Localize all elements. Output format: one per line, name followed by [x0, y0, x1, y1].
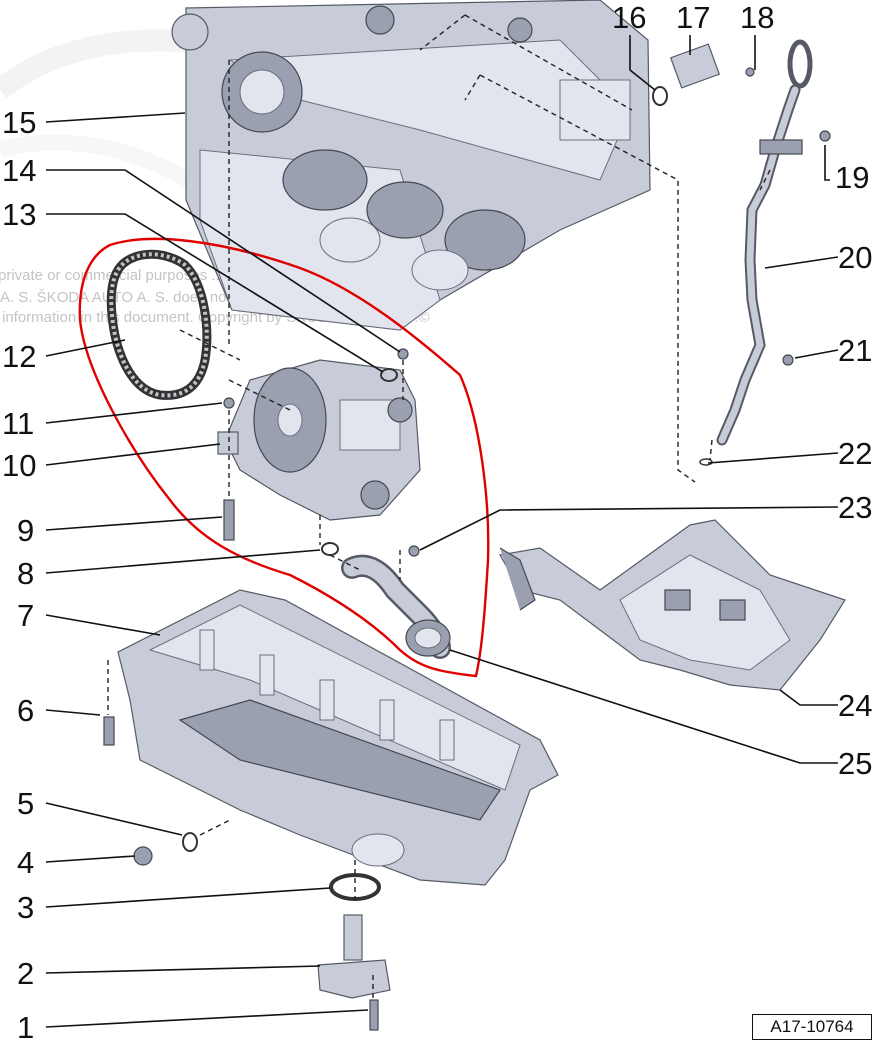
callout-10: 10: [2, 448, 36, 483]
callout-15: 15: [2, 105, 36, 140]
callout-14: 14: [2, 153, 36, 188]
callout-8: 8: [17, 556, 34, 591]
callout-17: 17: [676, 0, 710, 35]
drive-chain-illustration: [106, 249, 212, 400]
callout-2: 2: [17, 956, 34, 991]
small-parts: [103, 43, 831, 1031]
callout-1: 1: [17, 1010, 34, 1045]
dowel-14-shape: [397, 348, 409, 360]
leader-lines: [45, 35, 839, 1028]
cylinder-block-illustration: [171, 0, 651, 331]
callout-22: 22: [838, 436, 872, 471]
callout-18: 18: [740, 0, 774, 35]
bolt-9-shape: [223, 499, 235, 541]
callout-9: 9: [17, 513, 34, 548]
callout-20: 20: [838, 240, 872, 275]
o-ring-8-shape: [321, 542, 339, 556]
seal-ring-5-shape: [182, 832, 198, 852]
callout-16: 16: [612, 0, 646, 35]
bolt-23-shape: [408, 545, 420, 557]
callout-7: 7: [17, 598, 34, 633]
callout-4: 4: [17, 845, 34, 880]
bolt-1-shape: [369, 999, 379, 1031]
assembly-lines: [107, 14, 771, 1000]
oil-pump-illustration: [217, 359, 421, 521]
callout-25: 25: [838, 746, 872, 781]
callout-23: 23: [838, 490, 872, 525]
callout-11: 11: [2, 406, 34, 441]
callout-24: 24: [838, 688, 872, 723]
callout-6: 6: [17, 693, 34, 728]
dipstick-guide-tube-illustration: [716, 39, 813, 446]
callout-5: 5: [17, 786, 34, 821]
oil-level-sensor-2-shape: [317, 914, 391, 999]
callout-numbers: 1 2 3 4 5 6 7 8 9 10 11 12 13 14 15 16 1…: [2, 0, 872, 1045]
bolt-11-shape: [223, 397, 235, 409]
callout-13: 13: [2, 197, 36, 232]
drain-plug-4-shape: [133, 846, 153, 866]
dowel-13-shape: [380, 368, 398, 382]
bolt-18-shape: [745, 67, 755, 77]
figure-reference: A17-10764: [752, 1014, 872, 1040]
callout-21: 21: [838, 333, 872, 368]
suction-pipe-illustration: [341, 554, 451, 659]
heat-shield-illustration: [499, 519, 846, 691]
callout-19: 19: [835, 160, 869, 195]
oil-pan-illustration: [117, 589, 559, 886]
callout-12: 12: [2, 339, 36, 374]
bolt-6-shape: [103, 716, 115, 746]
oil-pressure-switch-shape: [669, 43, 721, 89]
callout-3: 3: [17, 890, 34, 925]
bolt-19-shape: [819, 130, 831, 142]
bolt-21-shape: [782, 354, 794, 366]
o-ring-16-shape: [652, 86, 668, 106]
highlight-outline: [78, 237, 490, 678]
